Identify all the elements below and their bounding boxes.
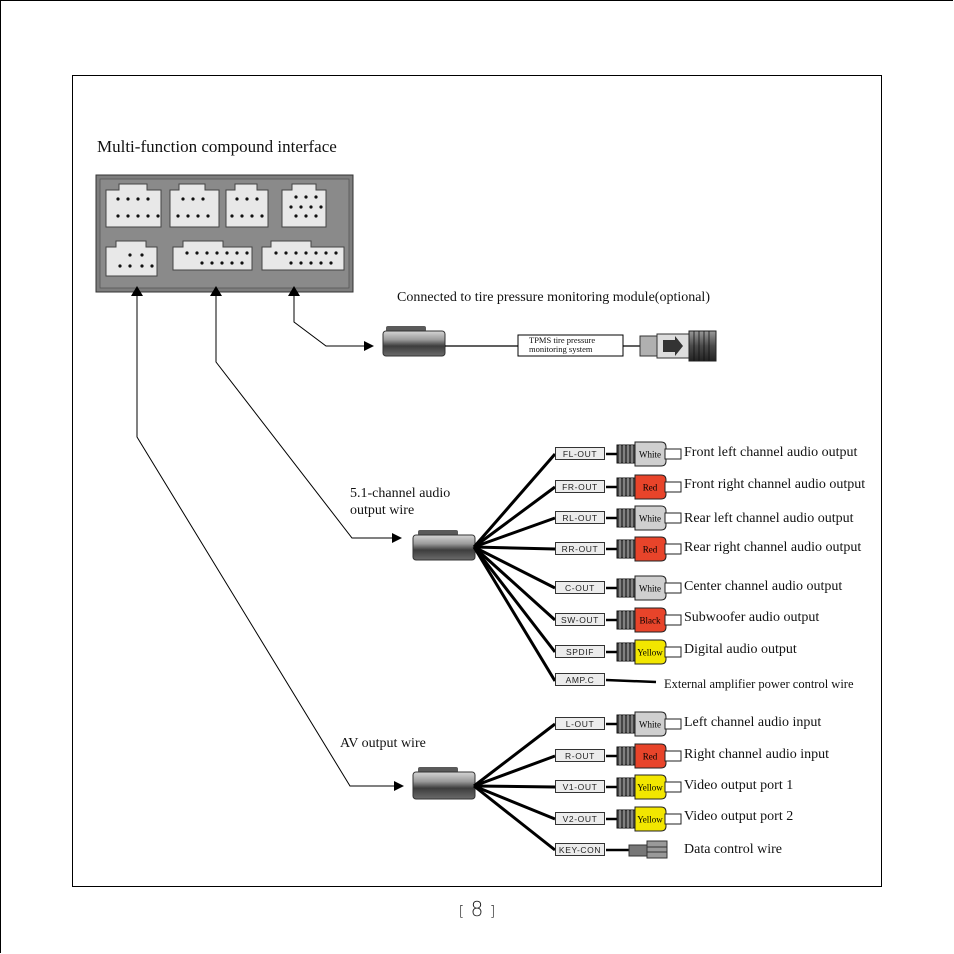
av-plug xyxy=(412,767,476,800)
socket-3 xyxy=(225,183,269,228)
socket-5 xyxy=(105,240,158,277)
desc-spdif: Digital audio output xyxy=(684,642,797,657)
tpms-box-label: TPMS tire pressure monitoring system xyxy=(529,336,595,354)
key-con-connector xyxy=(606,840,668,859)
tag-l-out: L-OUT xyxy=(555,717,605,730)
desc-rr-out: Rear right channel audio output xyxy=(684,540,862,555)
tag-amp-c: AMP.C xyxy=(555,673,605,686)
desc-rl-out: Rear left channel audio output xyxy=(684,511,854,526)
desc-fl-out: Front left channel audio output xyxy=(684,445,858,460)
svg-text:White: White xyxy=(639,450,661,460)
desc-amp-c: External amplifier power control wire xyxy=(664,677,854,691)
desc-fr-out: Front right channel audio output xyxy=(684,477,866,492)
tag-c-out: C-OUT xyxy=(555,581,605,594)
tag-rr-out: RR-OUT xyxy=(555,542,605,555)
rca-plug-fr-out: Red xyxy=(606,474,682,500)
svg-text:Red: Red xyxy=(643,752,658,762)
desc-l-out: Left channel audio input xyxy=(684,715,822,730)
socket-2 xyxy=(169,183,220,228)
audio51-label-line1: 5.1-channel audio xyxy=(350,486,451,501)
svg-text:Black: Black xyxy=(640,616,661,626)
rca-plug-v1-out: Yellow xyxy=(606,774,682,800)
audio51-label-line2: output wire xyxy=(350,503,415,518)
svg-text:Yellow: Yellow xyxy=(637,783,663,793)
socket-1 xyxy=(105,183,162,228)
page-number: [ 8 ] xyxy=(458,897,496,921)
svg-text:Yellow: Yellow xyxy=(637,815,663,825)
compound-connector xyxy=(95,174,354,293)
rca-plug-r-out: Red xyxy=(606,743,682,769)
tag-spdif: SPDIF xyxy=(555,645,605,658)
av-label: AV output wire xyxy=(340,736,426,751)
diagram-title: Multi-function compound interface xyxy=(97,137,337,156)
desc-r-out: Right channel audio input xyxy=(684,747,830,762)
desc-v2-out: Video output port 2 xyxy=(684,809,794,824)
tag-fl-out: FL-OUT xyxy=(555,447,605,460)
tag-fr-out: FR-OUT xyxy=(555,480,605,493)
tpms-heading: Connected to tire pressure monitoring mo… xyxy=(397,290,710,305)
rca-plug-sw-out: Black xyxy=(606,607,682,633)
svg-text:White: White xyxy=(639,584,661,594)
desc-v1-out: Video output port 1 xyxy=(684,778,794,793)
desc-key-con: Data control wire xyxy=(684,842,782,857)
audio51-label: 5.1-channel audio output wire xyxy=(350,485,450,519)
diagram-frame xyxy=(72,75,882,887)
desc-sw-out: Subwoofer audio output xyxy=(684,610,820,625)
socket-4 xyxy=(281,183,327,228)
svg-text:Yellow: Yellow xyxy=(637,648,663,658)
rca-plug-l-out: White xyxy=(606,711,682,737)
audio51-plug xyxy=(412,530,476,561)
svg-text:White: White xyxy=(639,514,661,524)
socket-7 xyxy=(261,240,345,271)
tpms-box-line2: monitoring system xyxy=(529,344,593,354)
rca-plug-spdif: Yellow xyxy=(606,639,682,665)
desc-c-out: Center channel audio output xyxy=(684,579,843,594)
tag-rl-out: RL-OUT xyxy=(555,511,605,524)
tag-r-out: R-OUT xyxy=(555,749,605,762)
svg-text:White: White xyxy=(639,720,661,730)
tag-v1-out: V1-OUT xyxy=(555,780,605,793)
rca-plug-rl-out: White xyxy=(606,505,682,531)
tag-sw-out: SW-OUT xyxy=(555,613,605,626)
tpms-plug xyxy=(382,326,717,362)
svg-text:Red: Red xyxy=(643,545,658,555)
tag-v2-out: V2-OUT xyxy=(555,812,605,825)
rca-plug-rr-out: Red xyxy=(606,536,682,562)
rca-plug-v2-out: Yellow xyxy=(606,806,682,832)
tpms-box-line1: TPMS tire pressure xyxy=(529,335,596,345)
svg-text:Red: Red xyxy=(643,483,658,493)
tag-key-con: KEY-CON xyxy=(555,843,605,856)
rca-plug-c-out: White xyxy=(606,575,682,601)
page-number-value: 8 xyxy=(470,897,484,921)
rca-plug-fl-out: White xyxy=(606,441,682,467)
